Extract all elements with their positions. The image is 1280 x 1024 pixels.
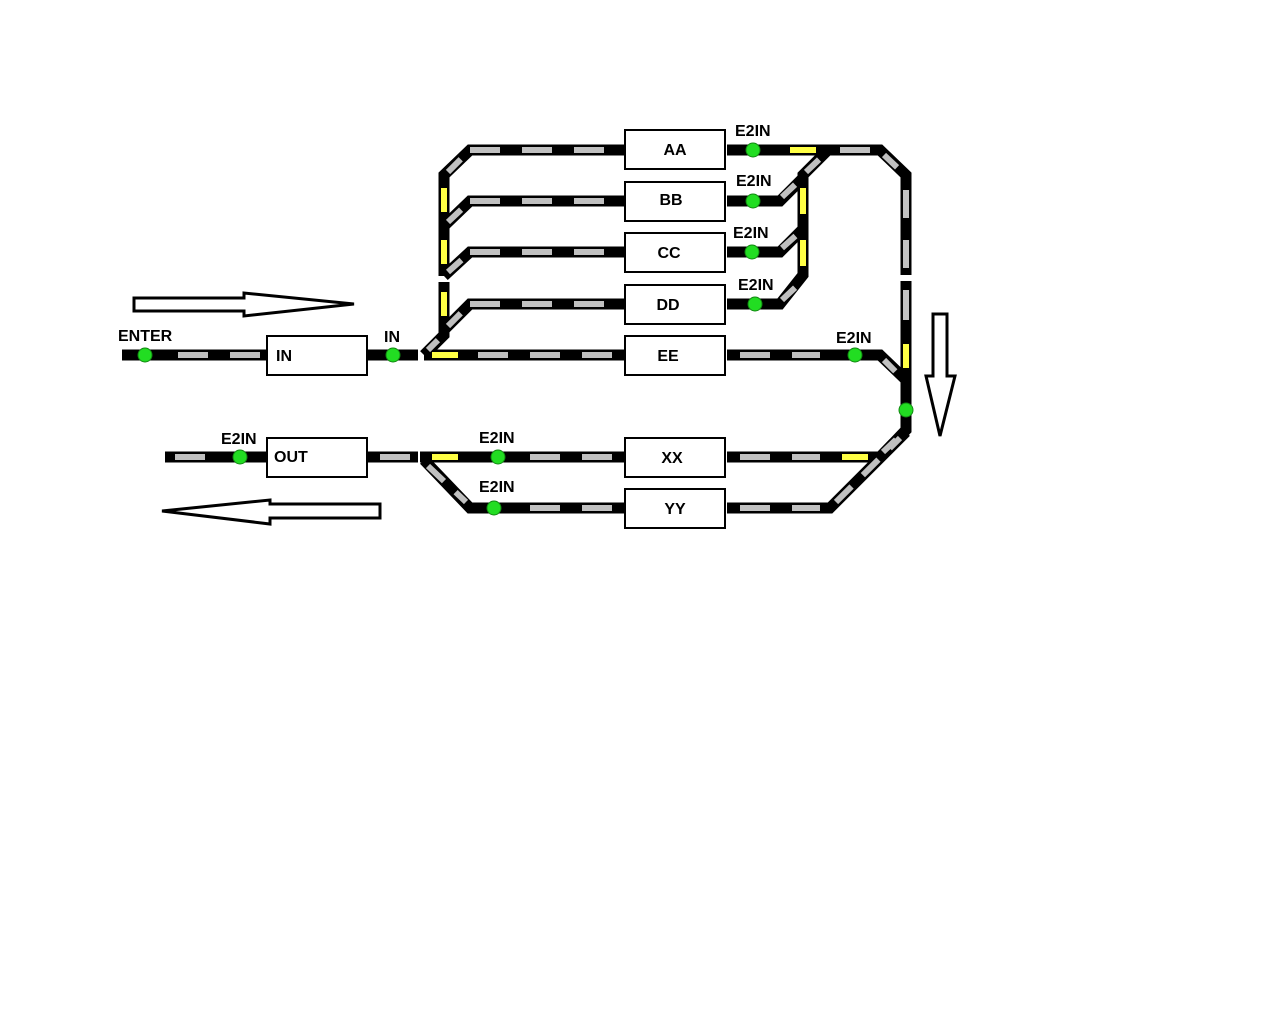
- block-xx[interactable]: XX: [624, 437, 726, 478]
- block-label: AA: [663, 142, 687, 159]
- sensor-label: E2IN: [735, 123, 771, 140]
- block-bb[interactable]: BB: [624, 181, 726, 222]
- switch-indicators: [432, 147, 909, 460]
- sensor-xx-icon[interactable]: [490, 449, 506, 465]
- sensor-ee-icon[interactable]: [847, 347, 863, 363]
- block-label: OUT: [274, 449, 308, 466]
- block-label: CC: [657, 245, 681, 262]
- sensor-label: ENTER: [118, 328, 173, 345]
- sensor-label: IN: [384, 329, 400, 346]
- sensor-label: E2IN: [479, 430, 515, 447]
- sensor-label: E2IN: [836, 330, 872, 347]
- sensor-label: E2IN: [738, 277, 774, 294]
- sensor-bb-icon[interactable]: [745, 193, 761, 209]
- block-label: EE: [657, 348, 679, 365]
- block-label: YY: [664, 501, 686, 518]
- block-label: IN: [276, 348, 292, 365]
- sensor-label: E2IN: [221, 431, 257, 448]
- block-dd[interactable]: DD: [624, 284, 726, 325]
- arrow-down-icon: [924, 312, 957, 437]
- block-label: XX: [661, 450, 683, 467]
- block-in[interactable]: IN: [266, 335, 368, 376]
- sensor-loop-icon[interactable]: [898, 402, 914, 418]
- block-ee[interactable]: EE: [624, 335, 726, 376]
- sensor-aa-icon[interactable]: [745, 142, 761, 158]
- arrow-right-icon: [132, 291, 355, 318]
- sleepers: [175, 147, 909, 511]
- track-bb-left: [440, 195, 625, 230]
- track-yy-right: [727, 428, 910, 514]
- block-yy[interactable]: YY: [624, 488, 726, 529]
- block-label: DD: [656, 297, 679, 314]
- track-cc-left: [440, 246, 625, 281]
- block-out[interactable]: OUT: [266, 437, 368, 478]
- sensor-out-icon[interactable]: [232, 449, 248, 465]
- sensor-dd-icon[interactable]: [747, 296, 763, 312]
- arrow-left-icon: [161, 498, 382, 526]
- blocks: IN OUT AA BB CC DD EE XX YY: [266, 129, 726, 529]
- track-dd-left: [440, 298, 625, 334]
- sensors: ENTER IN E2IN E2IN E2IN E2IN E2IN E2IN E…: [118, 123, 914, 516]
- block-label: BB: [659, 192, 682, 209]
- block-cc[interactable]: CC: [624, 232, 726, 273]
- track-ee-right: [727, 349, 910, 384]
- sensor-cc-icon[interactable]: [744, 244, 760, 260]
- track-yy-left: [420, 456, 625, 514]
- sensor-in-icon[interactable]: [385, 347, 401, 363]
- sensor-label: E2IN: [736, 173, 772, 190]
- block-aa[interactable]: AA: [624, 129, 726, 170]
- sensor-label: E2IN: [733, 225, 769, 242]
- sensor-label: E2IN: [479, 479, 515, 496]
- sensor-enter-icon[interactable]: [137, 347, 153, 363]
- sensor-yy-icon[interactable]: [486, 500, 502, 516]
